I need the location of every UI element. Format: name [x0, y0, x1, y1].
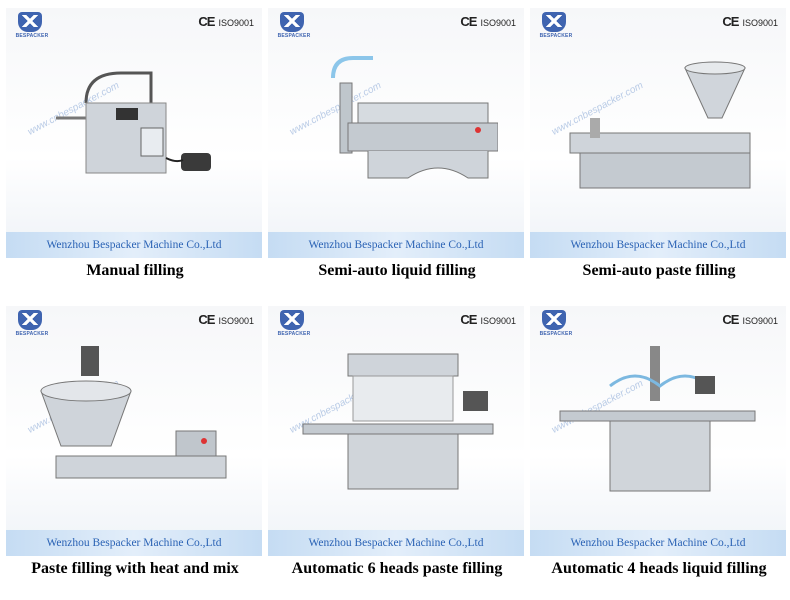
logo-text: BESPACKER	[539, 331, 573, 337]
iso-label: ISO9001	[218, 316, 254, 326]
bespacker-logo-icon	[18, 12, 42, 32]
bespacker-logo: BESPACKER	[274, 310, 310, 340]
ce-mark: CE	[722, 312, 739, 327]
company-banner: Wenzhou Bespacker Machine Co.,Ltd	[268, 232, 524, 258]
ce-mark: CE	[198, 14, 215, 29]
bespacker-logo: BESPACKER	[12, 310, 48, 340]
bespacker-logo-icon	[542, 12, 566, 32]
product-caption: Manual filling	[86, 262, 184, 279]
company-banner: Wenzhou Bespacker Machine Co.,Ltd	[268, 530, 524, 556]
logo-text: BESPACKER	[15, 331, 49, 337]
four-head-liquid-filler-image	[559, 346, 756, 492]
bespacker-logo-icon	[280, 310, 304, 330]
semi-auto-liquid-filler-image	[331, 56, 498, 179]
company-name: Wenzhou Bespacker Machine Co.,Ltd	[570, 537, 746, 549]
manual-filling-machine-image	[56, 71, 211, 174]
company-banner: Wenzhou Bespacker Machine Co.,Ltd	[530, 530, 786, 556]
iso-label: ISO9001	[480, 18, 516, 28]
company-name: Wenzhou Bespacker Machine Co.,Ltd	[308, 537, 484, 549]
bespacker-logo-icon	[18, 310, 42, 330]
product-caption: Paste filling with heat and mix	[31, 560, 239, 577]
logo-text: BESPACKER	[15, 33, 49, 39]
six-head-paste-filler-image	[302, 353, 494, 490]
company-banner: Wenzhou Bespacker Machine Co.,Ltd	[530, 232, 786, 258]
ce-mark: CE	[722, 14, 739, 29]
logo-text: BESPACKER	[277, 331, 311, 337]
company-name: Wenzhou Bespacker Machine Co.,Ltd	[308, 239, 484, 251]
iso-label: ISO9001	[480, 316, 516, 326]
iso-label: ISO9001	[742, 316, 778, 326]
ce-mark: CE	[460, 312, 477, 327]
company-banner: Wenzhou Bespacker Machine Co.,Ltd	[6, 232, 262, 258]
product-caption: Automatic 6 heads paste filling	[291, 560, 503, 577]
bespacker-logo: BESPACKER	[536, 12, 572, 42]
company-name: Wenzhou Bespacker Machine Co.,Ltd	[46, 537, 222, 549]
product-caption: Semi-auto liquid filling	[318, 262, 476, 279]
ce-mark: CE	[198, 312, 215, 327]
iso-label: ISO9001	[742, 18, 778, 28]
company-banner: Wenzhou Bespacker Machine Co.,Ltd	[6, 530, 262, 556]
bespacker-logo-icon	[542, 310, 566, 330]
company-name: Wenzhou Bespacker Machine Co.,Ltd	[46, 239, 222, 251]
company-name: Wenzhou Bespacker Machine Co.,Ltd	[570, 239, 746, 251]
bespacker-logo: BESPACKER	[12, 12, 48, 42]
iso-label: ISO9001	[218, 18, 254, 28]
logo-text: BESPACKER	[539, 33, 573, 39]
heated-mixing-paste-filler-image	[40, 346, 227, 479]
bespacker-logo: BESPACKER	[536, 310, 572, 340]
product-caption: Automatic 4 heads liquid filling	[551, 560, 767, 577]
ce-mark: CE	[460, 14, 477, 29]
logo-text: BESPACKER	[277, 33, 311, 39]
product-caption: Semi-auto paste filling	[582, 262, 736, 279]
bespacker-logo-icon	[280, 12, 304, 32]
semi-auto-paste-filler-image	[569, 61, 751, 189]
bespacker-logo: BESPACKER	[274, 12, 310, 42]
